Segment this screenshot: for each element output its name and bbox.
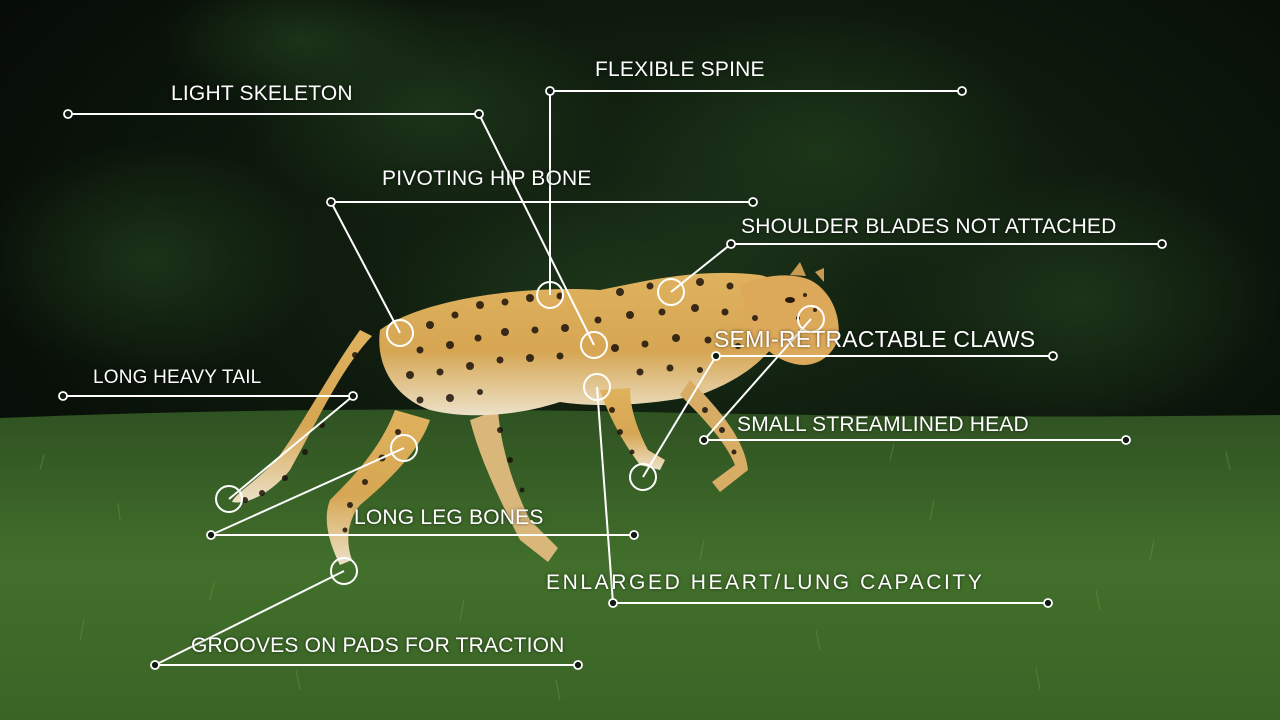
pivoting-hip-bone-pointer-line	[330, 201, 401, 334]
pivoting-hip-bone-target-ring	[386, 319, 414, 347]
endpoint-dot	[957, 86, 967, 96]
label-small-streamlined-head: SMALL STREAMLINED HEAD	[737, 413, 1029, 436]
endpoint-dot	[608, 598, 618, 608]
label-enlarged-heart-lung-capacity: ENLARGED HEART/LUNG CAPACITY	[546, 571, 985, 594]
small-streamlined-head-pointer-line	[703, 318, 812, 441]
endpoint-dot	[1048, 351, 1058, 361]
endpoint-dot	[58, 391, 68, 401]
grooves-on-pads-pointer-line	[154, 570, 345, 666]
endpoint-dot	[474, 109, 484, 119]
annotation-endpoints	[58, 86, 1167, 670]
enlarged-heart-lung-pointer-line	[596, 386, 614, 604]
endpoint-dot	[699, 435, 709, 445]
long-leg-bones-target-ring	[390, 434, 418, 462]
label-shoulder-blades-not-attached: SHOULDER BLADES NOT ATTACHED	[741, 215, 1117, 238]
endpoint-dot	[726, 239, 736, 249]
label-pivoting-hip-bone: PIVOTING HIP BONE	[382, 167, 592, 190]
grass-field	[0, 409, 1280, 720]
grooves-on-pads-target-ring	[330, 557, 358, 585]
label-long-heavy-tail: LONG HEAVY TAIL	[93, 367, 262, 388]
endpoint-dot	[629, 530, 639, 540]
endpoint-dot	[326, 197, 336, 207]
semi-retractable-claws-pointer-line	[642, 355, 717, 478]
label-long-leg-bones: LONG LEG BONES	[354, 506, 544, 529]
label-semi-retractable-claws: SEMI-RETRACTABLE CLAWS	[714, 326, 1036, 352]
flexible-spine-target-ring	[536, 281, 564, 309]
annotation-lines	[63, 90, 1162, 666]
long-leg-bones-pointer-line	[210, 447, 405, 536]
light-skeleton-target-ring	[580, 331, 608, 359]
shoulder-blades-target-ring	[657, 278, 685, 306]
endpoint-dot	[545, 86, 555, 96]
semi-retractable-claws-target-ring	[629, 463, 657, 491]
endpoint-dot	[1157, 239, 1167, 249]
enlarged-heart-lung-target-ring	[583, 373, 611, 401]
endpoint-dot	[206, 530, 216, 540]
endpoint-dot	[711, 351, 721, 361]
light-skeleton-pointer-line	[478, 113, 595, 346]
endpoint-dot	[1121, 435, 1131, 445]
long-heavy-tail-pointer-line	[228, 395, 354, 500]
endpoint-dot	[748, 197, 758, 207]
endpoint-dot	[150, 660, 160, 670]
endpoint-dot	[573, 660, 583, 670]
annotation-target-rings	[215, 278, 825, 585]
small-streamlined-head-target-ring	[797, 305, 825, 333]
long-heavy-tail-target-ring	[215, 485, 243, 513]
endpoint-dot	[63, 109, 73, 119]
label-flexible-spine: FLEXIBLE SPINE	[595, 58, 765, 81]
endpoint-dot	[1043, 598, 1053, 608]
endpoint-dot	[348, 391, 358, 401]
label-grooves-on-pads-for-traction: GROOVES ON PADS FOR TRACTION	[191, 634, 565, 657]
label-light-skeleton: LIGHT SKELETON	[171, 82, 353, 105]
